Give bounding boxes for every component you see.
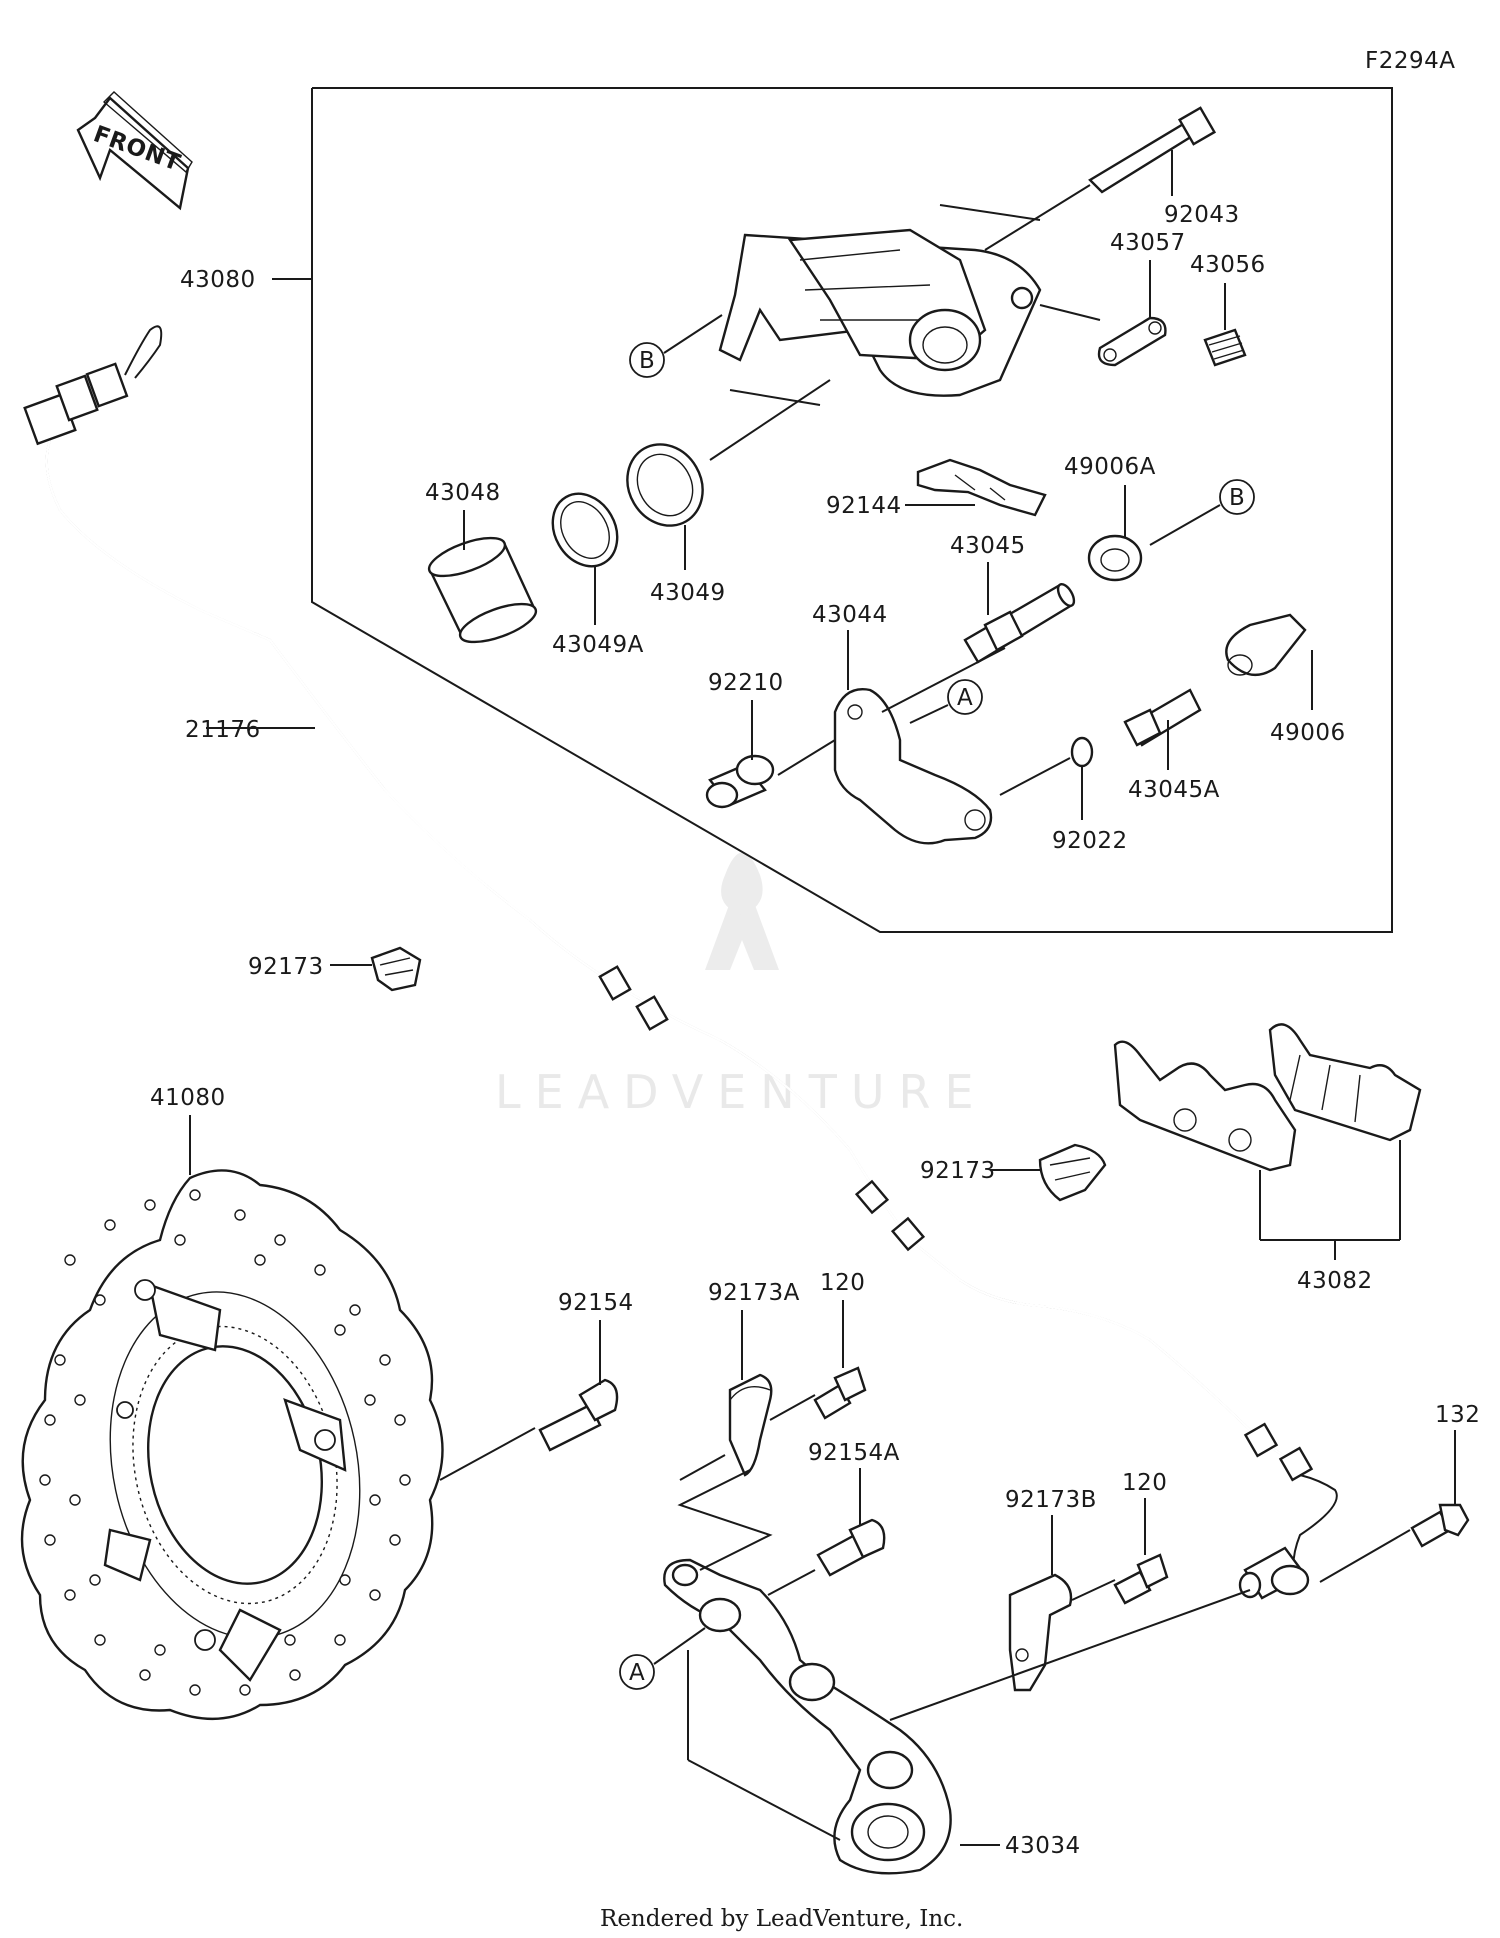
label-120-1: 120 [820,1270,865,1296]
label-92210: 92210 [708,670,784,696]
part-43057-plate [1039,260,1167,367]
figure-id: F2294A [1365,48,1456,74]
part-132-bolt [1410,1430,1470,1548]
label-41080: 41080 [150,1085,226,1111]
part-92173B-bracket [1008,1515,1116,1692]
ref-b-upper-text: B [639,348,655,374]
part-49006A-boot [1087,485,1143,582]
part-92173-clamp-upper [330,946,422,992]
part-21176-abs-cable [23,325,1314,1482]
part-43045-pin [963,562,1076,664]
part-caliper-body [709,204,1042,461]
label-92154A: 92154A [808,1440,900,1466]
ref-a-upper [947,679,983,715]
label-43034: 43034 [1005,1833,1081,1859]
ref-a-upper-text: A [957,685,973,711]
label-43056: 43056 [1190,252,1266,278]
ref-a-lower [619,1654,655,1690]
label-43048: 43048 [425,480,501,506]
label-49006: 49006 [1270,720,1346,746]
label-92173B: 92173B [1005,1487,1097,1513]
part-92173A-clip [679,1310,816,1481]
front-arrow-icon: FRONT [76,91,193,211]
part-120-bolt-2 [1113,1498,1169,1605]
part-43048-piston [427,510,538,644]
label-43082: 43082 [1297,1268,1373,1294]
label-92022: 92022 [1052,828,1128,854]
label-92154: 92154 [558,1290,634,1316]
label-49006A: 49006A [1064,454,1156,480]
label-43080: 43080 [180,267,256,293]
part-92043-pin [984,106,1217,251]
part-41080-brake-disc [20,1115,536,1720]
part-43056-bleeder [1203,283,1247,367]
part-120-bolt-1 [813,1300,867,1420]
part-43034-torque-link [663,1469,1251,1875]
label-43045A: 43045A [1128,777,1220,803]
part-43082-brake-pads [1113,1023,1422,1260]
ref-b-lower [1219,479,1255,515]
part-92154-bolt [538,1320,619,1452]
part-92022-washer [999,736,1094,820]
label-43049A: 43049A [552,632,644,658]
label-92173-lower: 92173 [920,1158,996,1184]
caliper-assembly-box [311,87,1393,933]
watermark-text: LEADVENTURE [495,1065,988,1119]
label-43057: 43057 [1110,230,1186,256]
part-43049-boot [626,443,704,570]
part-43045A-pin [1123,688,1202,770]
part-92173-clamp-lower [990,1143,1107,1202]
ref-a-lower-text: A [629,1660,645,1686]
watermark-logo: LEADVENTURE [495,852,988,1119]
ref-b-lower-text: B [1229,485,1245,511]
part-92144-spring [905,458,1047,517]
label-43044: 43044 [812,602,888,628]
part-92210-collar [705,700,836,809]
label-21176: 21176 [185,717,261,743]
label-92144: 92144 [826,493,902,519]
label-43045: 43045 [950,533,1026,559]
label-92173A: 92173A [708,1280,800,1306]
label-92173-upper: 92173 [248,954,324,980]
label-132: 132 [1435,1402,1480,1428]
part-abs-sensor [1238,1474,1411,1600]
part-43049A-seal [551,492,619,625]
label-120-2: 120 [1122,1470,1167,1496]
footer-credit: Rendered by LeadVenture, Inc. [600,1906,963,1932]
ref-b-upper [629,342,665,378]
part-49006-boot [1225,613,1313,710]
part-92154A-bolt [767,1468,886,1596]
part-43044-bracket [833,630,1006,845]
label-43049: 43049 [650,580,726,606]
label-92043: 92043 [1164,202,1240,228]
